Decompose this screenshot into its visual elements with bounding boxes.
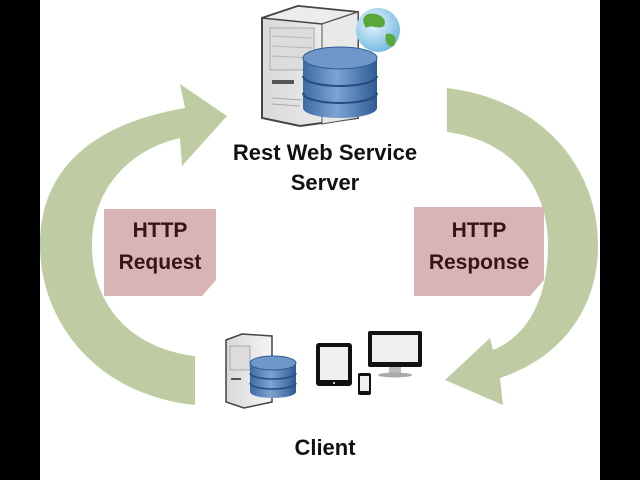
http-response-label: HTTP Response: [414, 215, 544, 279]
http-request-line2: Request: [118, 251, 202, 274]
tablet-icon: [316, 343, 352, 386]
desktop-monitor-icon: [368, 331, 422, 378]
http-response-line2: Response: [428, 251, 530, 274]
globe-icon: [356, 8, 400, 52]
server-label: Rest Web Service Server: [200, 138, 450, 198]
response-arrow: [445, 88, 598, 405]
http-request-label: HTTP Request: [104, 215, 216, 279]
http-response-box: [414, 207, 544, 296]
http-request-box: [104, 209, 216, 296]
database-icon: [302, 46, 378, 118]
request-arrow: [40, 84, 227, 405]
client-database-icon: [249, 355, 297, 398]
smartphone-icon: [358, 373, 371, 395]
http-response-line1: HTTP: [451, 219, 507, 242]
server-label-line2: Server: [290, 170, 360, 195]
server-label-line1: Rest Web Service: [232, 140, 418, 165]
http-request-line1: HTTP: [132, 219, 188, 242]
client-label: Client: [294, 435, 356, 460]
